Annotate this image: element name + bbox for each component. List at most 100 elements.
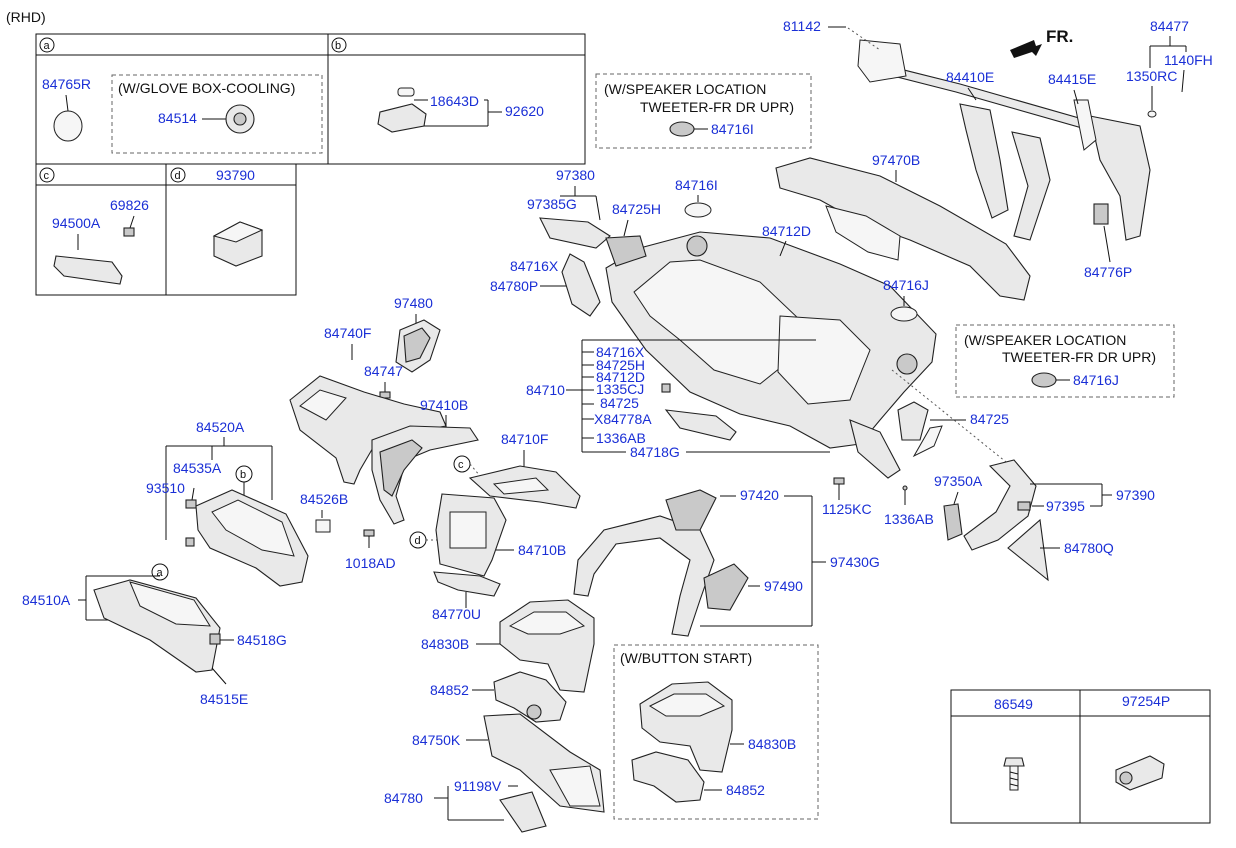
part-84780P: 84780P (490, 278, 538, 294)
group-item-84718G: 84718G (630, 444, 680, 460)
speaker-note-right (955, 324, 1175, 398)
center-facia-panel-shape (435, 493, 507, 577)
defroster-duct-shape (775, 157, 1031, 301)
part-97395: 97395 (1046, 498, 1085, 514)
part-84725H: 84725H (612, 201, 661, 217)
group-item-1335CJ: 1335CJ (596, 381, 644, 397)
part-1350RC: 1350RC (1126, 68, 1177, 84)
fastener-header-86549: 86549 (994, 696, 1033, 712)
connector-97254P-icon (1115, 755, 1165, 791)
ref-circle-d (170, 167, 186, 183)
button-start-part-84852: 84852 (726, 782, 765, 798)
ref-letter-b: b (335, 40, 341, 52)
side-vent-left-shape (539, 217, 647, 267)
part-93510: 93510 (146, 480, 185, 496)
part-84716X: 84716X (510, 258, 559, 274)
part-84415E: 84415E (1048, 71, 1096, 87)
part-69826: 69826 (110, 197, 149, 213)
speaker-note-right-line2: TWEETER-FR DR UPR) (1002, 349, 1156, 365)
lower-panel-84750K-shape (483, 713, 605, 813)
part-97380: 97380 (556, 167, 595, 183)
part-84710: 84710 (526, 382, 565, 398)
glove-box-cooling-option (111, 74, 323, 154)
part-97350A: 97350A (934, 473, 983, 489)
group-item-84725: 84725 (600, 395, 639, 411)
lower-bracket-shape (661, 383, 901, 479)
speaker-note-top-line1: (W/SPEAKER LOCATION (604, 81, 766, 97)
lower-cover-84830B-shape (499, 599, 595, 693)
glove-box-latch-shape (377, 87, 427, 133)
fastener-table (950, 689, 1211, 824)
part-84780Q: 84780Q (1064, 540, 1114, 556)
front-marker: FR. (1046, 27, 1073, 46)
button-start-part-84830B: 84830B (748, 736, 796, 752)
switch-module-shape (212, 221, 264, 267)
vent-grille-right-shape (943, 459, 1037, 551)
cowl-cross-bar-shape (847, 27, 1151, 241)
part-84716J: 84716J (883, 277, 929, 293)
bumper-84518G-shape (209, 633, 221, 645)
bolt-1125KC-shape (833, 477, 845, 494)
part-1018AD: 1018AD (345, 555, 396, 571)
button-start-label: (W/BUTTON START) (620, 650, 752, 666)
part-84477: 84477 (1150, 18, 1189, 34)
bracket-84852-shape (493, 671, 567, 723)
glove-box-shape (93, 579, 221, 673)
cooling-valve-shape (225, 104, 255, 134)
button-start-option (613, 644, 819, 820)
speaker-note-top (595, 73, 812, 149)
part-84712D: 84712D (762, 223, 811, 239)
ref-c-main: c (458, 459, 464, 471)
part-1336AB: 1336AB (884, 511, 934, 527)
speaker-note-right-part: 84716J (1073, 372, 1119, 388)
switch-93510-shape (185, 499, 197, 509)
damper-shape (315, 519, 331, 533)
group-item-84725H: 84725H (596, 357, 645, 373)
part-84535A: 84535A (173, 460, 222, 476)
part-84710F: 84710F (501, 431, 548, 447)
part-84710B: 84710B (518, 542, 566, 558)
speaker-note-right-line1: (W/SPEAKER LOCATION (964, 332, 1126, 348)
part-97420: 97420 (740, 487, 779, 503)
part-1140FH: 1140FH (1164, 52, 1213, 68)
ref-b-main: b (240, 469, 246, 481)
group-item-84716X: 84716X (596, 344, 645, 360)
part-84518G: 84518G (237, 632, 287, 648)
speaker-note-top-part: 84716I (711, 121, 754, 137)
part-84725-right: 84725 (970, 411, 1009, 427)
part-84514: 84514 (158, 110, 197, 126)
ref-letter-c: c (44, 170, 50, 182)
part-84765R: 84765R (42, 76, 91, 92)
harness-bracket-shape (1093, 203, 1109, 225)
part-18643D: 18643D (430, 93, 479, 109)
lower-cover-84780-shape (499, 791, 547, 833)
part-84520A: 84520A (196, 419, 245, 435)
part-97490: 97490 (764, 578, 803, 594)
washer-shape (1147, 110, 1157, 118)
part-84747: 84747 (364, 363, 403, 379)
group-item-84712D: 84712D (596, 369, 645, 385)
glove-box-housing-shape (185, 489, 309, 587)
button-start-cover-shape (639, 681, 733, 773)
part-97390: 97390 (1116, 487, 1155, 503)
part-92620: 92620 (505, 103, 544, 119)
center-upper-panel-shape (468, 465, 581, 509)
part-93790: 93790 (216, 167, 255, 183)
part-91198V: 91198V (454, 778, 502, 794)
part-84515E: 84515E (200, 691, 248, 707)
cluster-facia-shape (573, 489, 749, 637)
tweeter-grille-shape (669, 121, 695, 137)
part-1125KC: 1125KC (822, 501, 872, 517)
group-item-1336AB: 1336AB (596, 430, 646, 446)
part-97480: 97480 (394, 295, 433, 311)
tweeter-grille-right-shape (1031, 372, 1057, 388)
switch-bracket-shape (53, 227, 135, 285)
ref-circle-a (39, 37, 55, 53)
ref-letter-a: a (44, 40, 51, 52)
part-97385G: 97385G (527, 196, 577, 212)
bolt-86549-icon (1003, 757, 1025, 791)
speaker-cover-left-shape (684, 202, 712, 218)
part-84716I: 84716I (675, 177, 718, 193)
part-84770U: 84770U (432, 606, 481, 622)
